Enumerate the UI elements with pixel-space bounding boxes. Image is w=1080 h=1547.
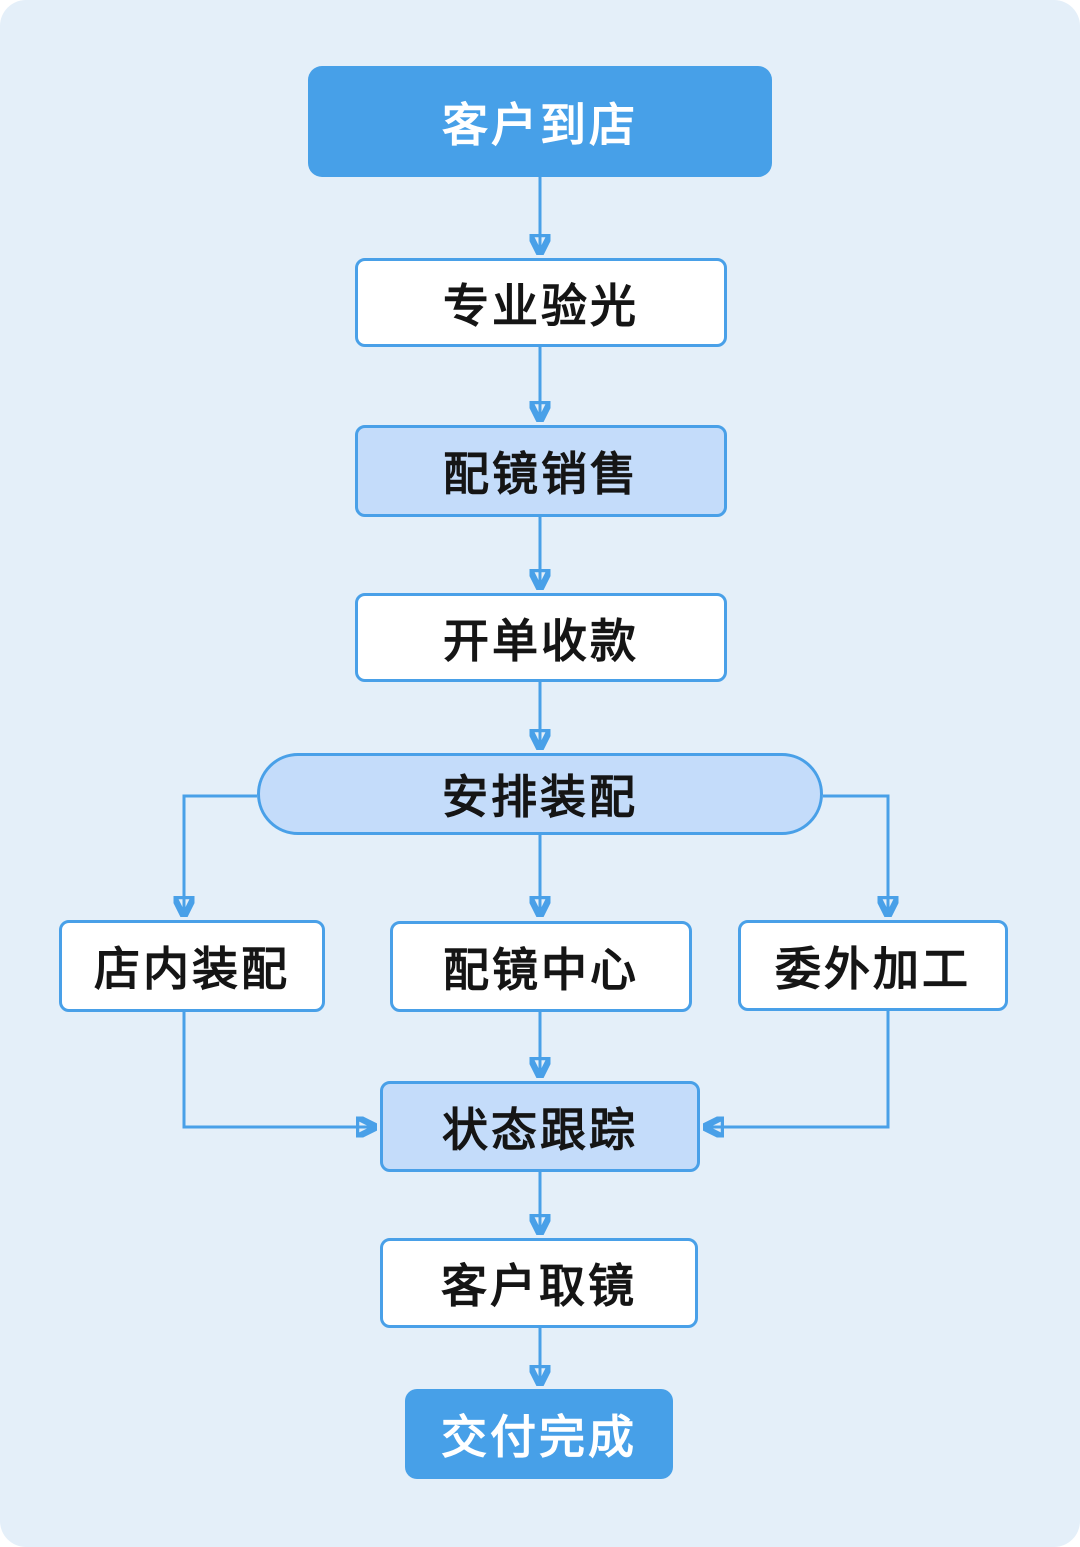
node-complete: 交付完成 xyxy=(405,1389,673,1479)
node-outsource: 委外加工 xyxy=(738,920,1008,1011)
edge-assembly-outsource xyxy=(823,794,888,915)
node-optometry: 专业验光 xyxy=(355,258,727,347)
node-billing: 开单收款 xyxy=(355,593,727,682)
node-customer-arrive: 客户到店 xyxy=(308,66,772,177)
node-pickup: 客户取镜 xyxy=(380,1238,698,1328)
edge-outsource-tracking xyxy=(705,1011,890,1127)
node-tracking: 状态跟踪 xyxy=(380,1081,700,1172)
node-instore: 店内装配 xyxy=(59,920,325,1012)
edge-instore-tracking xyxy=(182,1012,375,1127)
node-sales: 配镜销售 xyxy=(355,425,727,517)
node-optical-center: 配镜中心 xyxy=(390,921,692,1012)
edge-assembly-instore xyxy=(184,794,257,915)
node-assembly: 安排装配 xyxy=(257,753,823,835)
